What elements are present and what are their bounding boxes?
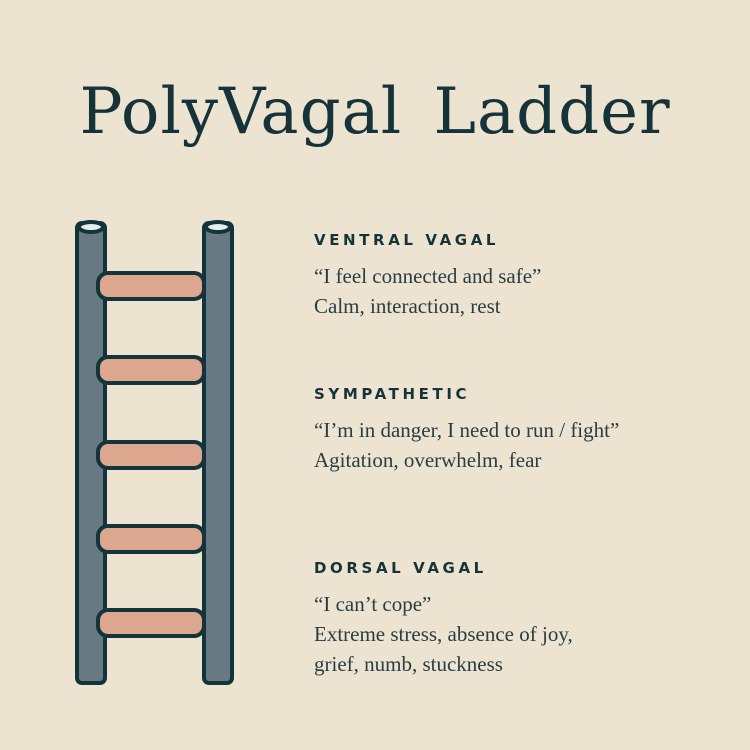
ladder-right-rail-top — [204, 220, 232, 234]
section-description: grief, numb, stuckness — [314, 652, 503, 676]
section-quote: “I’m in danger, I need to run / fight” — [314, 418, 620, 442]
section-description: Extreme stress, absence of joy, — [314, 622, 573, 646]
ladder-left-rail-top — [77, 220, 105, 234]
section-description: Calm, interaction, rest — [314, 294, 501, 318]
ladder-rung — [96, 355, 206, 385]
section-heading: VENTRAL VAGAL — [314, 231, 500, 249]
ladder-illustration — [75, 220, 234, 685]
ladder-rung — [96, 271, 206, 301]
section-ventral-vagal: VENTRAL VAGAL “I feel connected and safe… — [314, 229, 734, 321]
section-dorsal-vagal: DORSAL VAGAL “I can’t cope” Extreme stre… — [314, 557, 734, 679]
section-quote: “I can’t cope” — [314, 592, 432, 616]
ladder-right-rail — [202, 221, 234, 685]
ladder-rung — [96, 440, 206, 470]
section-sympathetic: SYMPATHETIC “I’m in danger, I need to ru… — [314, 383, 734, 475]
section-quote: “I feel connected and safe” — [314, 264, 542, 288]
section-heading: DORSAL VAGAL — [314, 559, 487, 577]
page-title: PolyVagal Ladder — [79, 75, 671, 149]
ladder-rung — [96, 608, 206, 638]
section-description: Agitation, overwhelm, fear — [314, 448, 542, 472]
section-heading: SYMPATHETIC — [314, 385, 471, 403]
ladder-rung — [96, 524, 206, 554]
